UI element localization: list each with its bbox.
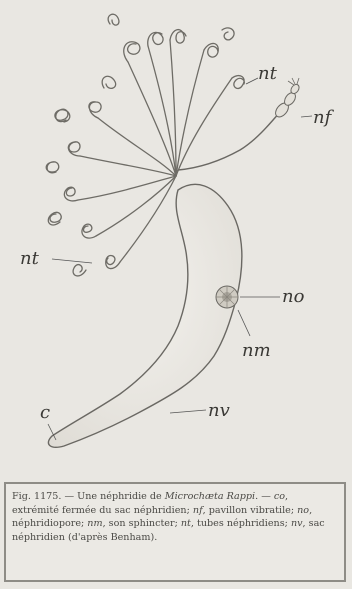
svg-text:nf: nf — [313, 107, 335, 128]
svg-text:nm: nm — [242, 340, 271, 361]
svg-text:nt: nt — [258, 63, 278, 84]
caption-species: Microchæta Rappi. — [165, 491, 258, 502]
label-no: no — [240, 286, 305, 307]
svg-text:no: no — [282, 286, 305, 307]
caption-figure-number: Fig. 1175. — [12, 491, 61, 502]
nephridium-illustration: nt nf nt no nm c nv — [0, 0, 352, 480]
label-nf: nf — [301, 107, 335, 128]
caption-text: Fig. 1175. — Une néphridie de Microchæta… — [12, 490, 338, 544]
svg-text:nv: nv — [208, 400, 230, 421]
figure-caption: Fig. 1175. — Une néphridie de Microchæta… — [4, 482, 346, 582]
label-nt-top: nt — [246, 63, 278, 84]
nephridiopore — [216, 286, 238, 308]
svg-text:c: c — [40, 402, 50, 423]
ciliated-funnel — [178, 78, 301, 170]
svg-text:nt: nt — [20, 248, 40, 269]
label-nv: nv — [170, 400, 230, 421]
label-nm: nm — [238, 310, 271, 361]
